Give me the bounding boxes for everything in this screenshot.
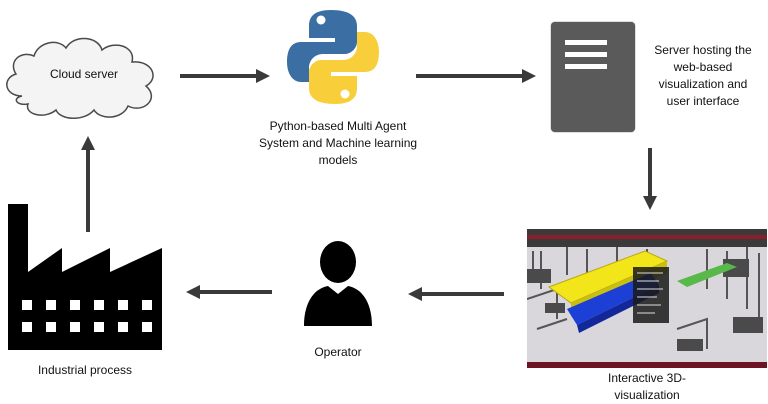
python-label: Python-based Multi Agent System and Mach… [238, 118, 438, 169]
python-label-line-3: models [318, 153, 358, 167]
python-node [285, 6, 381, 108]
arrow-operator-to-factory [186, 285, 272, 299]
visualization-label-line-2: visualization [614, 388, 680, 402]
python-label-line-2: System and Machine learning [258, 136, 418, 150]
server-icon [551, 22, 635, 132]
screenshot-3d-visualization [527, 229, 767, 368]
cloud-server-label: Cloud server [49, 67, 119, 81]
server-label-line-3: visualization and [658, 77, 748, 91]
arrow-visualization-to-operator [408, 287, 504, 301]
factory-node [6, 200, 166, 350]
python-logo-icon [287, 10, 379, 104]
cloud-node: Cloud server [0, 26, 168, 126]
server-line-2 [565, 52, 607, 57]
operator-label: Operator [314, 345, 362, 359]
arrow-python-to-server [416, 69, 536, 83]
server-line-3 [565, 64, 607, 69]
python-label-line-1: Python-based Multi Agent [269, 119, 407, 133]
arrow-server-to-visualization [643, 148, 657, 210]
factory-label: Industrial process [37, 363, 133, 377]
arrow-cloud-to-python [180, 69, 270, 83]
visualization-label: Interactive 3D- visualization [572, 370, 722, 404]
server-label-line-4: user interface [666, 94, 740, 108]
server-label: Server hosting the web-based visualizati… [640, 42, 766, 110]
arrow-factory-to-cloud [81, 136, 95, 232]
server-label-line-2: web-based [673, 60, 733, 74]
operator-node [300, 240, 376, 330]
person-icon [304, 241, 372, 326]
cloud-icon [6, 37, 154, 119]
server-line-1 [565, 40, 607, 45]
server-label-line-1: Server hosting the [654, 43, 752, 57]
visualization-label-line-1: Interactive 3D- [607, 371, 687, 385]
factory-icon [8, 204, 162, 350]
